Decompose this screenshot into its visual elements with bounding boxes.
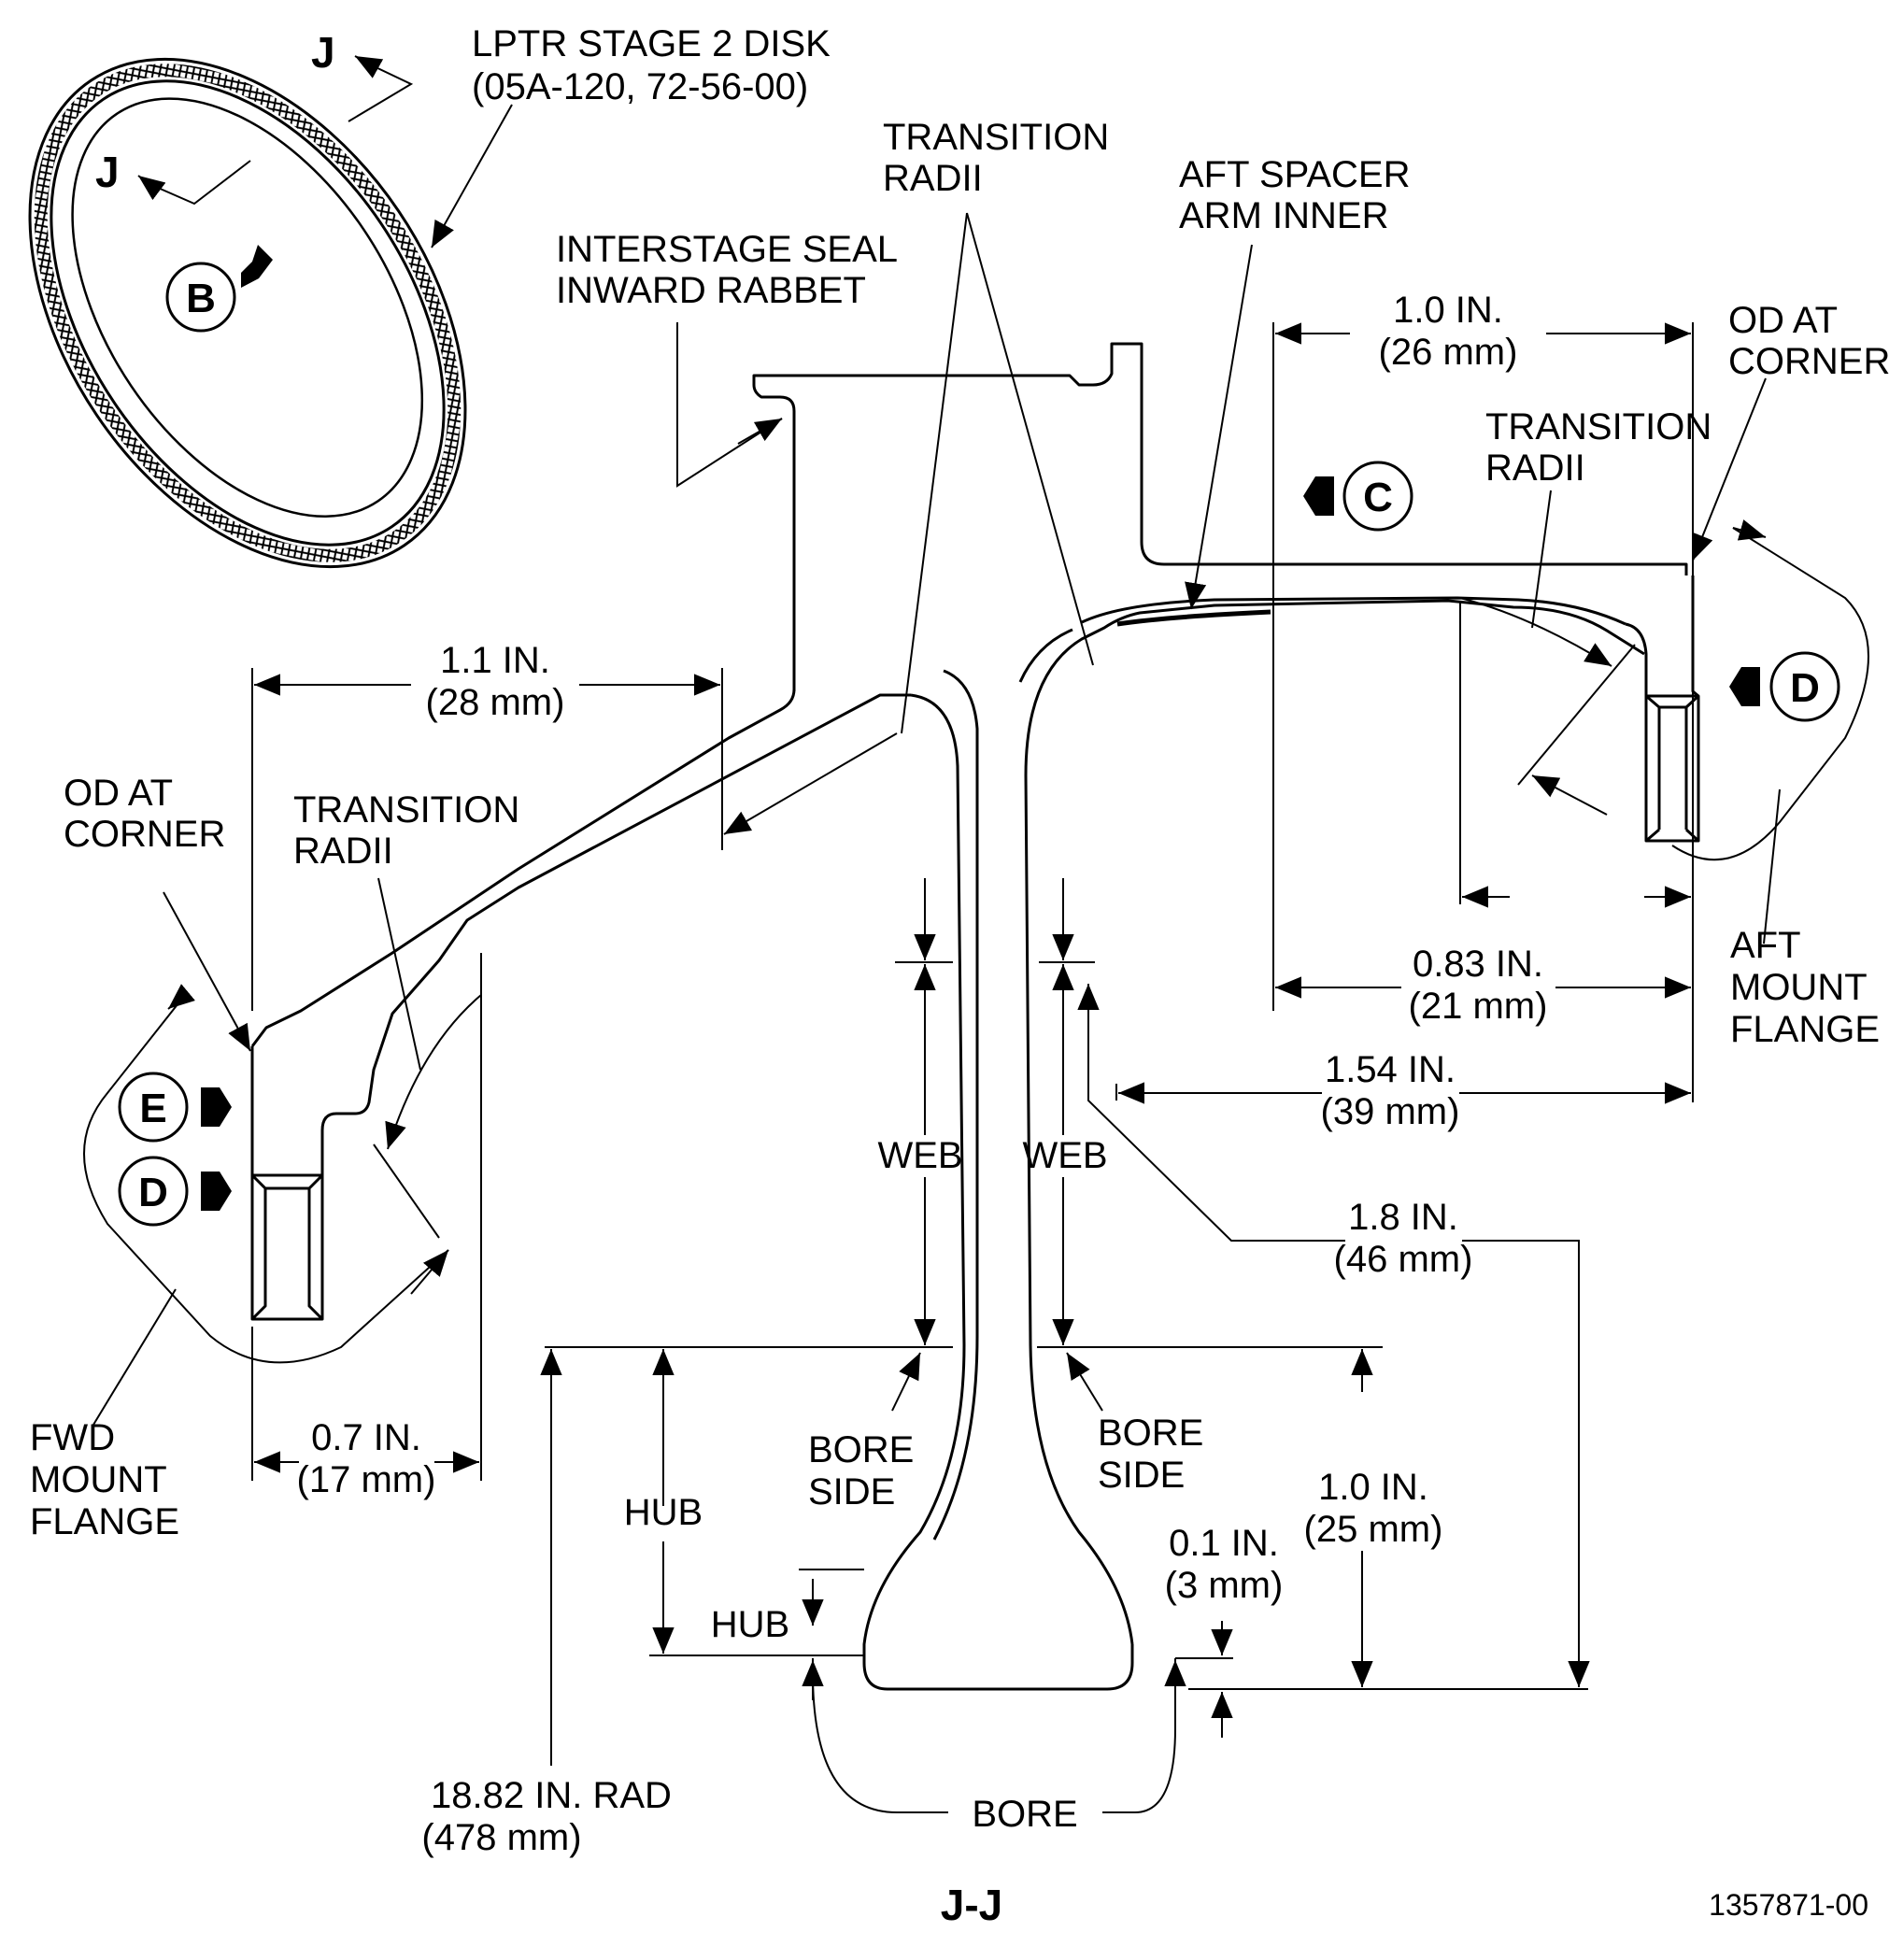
dim-1-54-in: 1.54 IN. [1325, 1049, 1456, 1090]
od-corner-aft-label-2: CORNER [1728, 341, 1889, 382]
aft-spacer-label-2: ARM INNER [1179, 195, 1388, 236]
view-c-arrow-icon [1303, 476, 1334, 516]
hub-upper-label: HUB [624, 1492, 703, 1533]
dim-1-1-in: 1.1 IN. [440, 640, 550, 681]
transition-radii-top-label-2: RADII [883, 158, 983, 199]
section-title: J-J [941, 1881, 1002, 1929]
hub-lower-label: HUB [711, 1604, 789, 1645]
view-d-fwd-letter: D [138, 1170, 168, 1215]
view-d-aft-arrow-icon [1729, 667, 1760, 706]
transition-radii-aft-label-1: TRANSITION [1485, 406, 1711, 447]
dim-0-1-mm: (3 mm) [1165, 1565, 1284, 1606]
view-b-arrow-icon [241, 245, 273, 288]
interstage-label-1: INTERSTAGE SEAL [556, 229, 898, 270]
disk-label-leader [431, 104, 513, 249]
transition-radii-fwd-label-2: RADII [293, 831, 393, 872]
aft-mount-label-2: MOUNT [1730, 967, 1868, 1008]
transition-radii-top-label-1: TRANSITION [883, 117, 1109, 158]
dim-1-8-mm: (46 mm) [1334, 1239, 1473, 1280]
dim-1-0-right-in: 1.0 IN. [1318, 1467, 1428, 1508]
aft-mount-label-3: FLANGE [1730, 1009, 1880, 1050]
dim-0-83-mm: (21 mm) [1409, 986, 1548, 1027]
dim-0-83-in: 0.83 IN. [1413, 944, 1543, 985]
fwd-mount-label-1: FWD [30, 1417, 115, 1458]
bore-side-left-label-1: BORE [808, 1429, 914, 1470]
section-mark-j-top: J [311, 28, 335, 77]
view-d-aft-circle [1769, 651, 1840, 722]
dim-1-0-top-in: 1.0 IN. [1393, 290, 1503, 331]
aft-mount-label-1: AFT [1730, 925, 1801, 966]
dim-1-0-right-mm: (25 mm) [1304, 1509, 1443, 1550]
dimension-lines [251, 322, 1694, 1813]
dim-1-8-in: 1.8 IN. [1348, 1197, 1458, 1238]
interstage-label-2: INWARD RABBET [556, 270, 866, 311]
od-corner-aft-label-1: OD AT [1728, 300, 1838, 341]
dim-0-7-mm: (17 mm) [297, 1459, 436, 1500]
view-d-aft-letter: D [1790, 665, 1820, 711]
view-c-letter: C [1363, 475, 1393, 520]
od-corner-fwd-label-1: OD AT [64, 773, 173, 814]
transition-radii-aft-label-2: RADII [1485, 447, 1585, 489]
transition-radii-fwd-label-1: TRANSITION [293, 789, 519, 831]
bore-side-right-label-2: SIDE [1098, 1455, 1185, 1496]
bore-side-left-label-2: SIDE [808, 1471, 895, 1513]
fwd-mount-label-2: MOUNT [30, 1459, 167, 1500]
web-left-label: WEB [877, 1135, 962, 1176]
dim-0-1-in: 0.1 IN. [1169, 1523, 1279, 1564]
dim-rad-in: 18.82 IN. RAD [431, 1775, 672, 1816]
dimension-values: 1.0 IN. (26 mm) 1.1 IN. (28 mm) 0.83 IN.… [297, 290, 1548, 1858]
bore-side-right-label-1: BORE [1098, 1413, 1203, 1454]
dim-0-7-in: 0.7 IN. [311, 1417, 421, 1458]
web-right-label: WEB [1022, 1135, 1107, 1176]
section-line-j [137, 55, 414, 206]
od-corner-fwd-label-2: CORNER [64, 814, 225, 855]
dim-1-1-mm: (28 mm) [426, 682, 565, 723]
view-b-letter: B [186, 276, 216, 321]
figure-number: 1357871-00 [1709, 1888, 1868, 1922]
view-e-circle [118, 1072, 189, 1143]
view-e-arrow-icon [201, 1087, 232, 1127]
section-mark-j-left: J [95, 148, 120, 196]
dim-1-0-top-mm: (26 mm) [1379, 332, 1518, 373]
view-d-fwd-circle [118, 1156, 189, 1227]
disk-isometric-view [28, 57, 467, 569]
annotation-labels: TRANSITION RADII AFT SPACER ARM INNER IN… [30, 117, 1889, 1835]
fwd-mount-label-3: FLANGE [30, 1501, 179, 1542]
view-d-fwd-arrow-icon [201, 1172, 232, 1211]
bore-label: BORE [972, 1794, 1077, 1835]
aft-spacer-label-1: AFT SPACER [1179, 154, 1410, 195]
view-e-letter: E [139, 1086, 166, 1131]
view-b-circle [165, 262, 236, 333]
view-c-circle [1342, 461, 1413, 532]
disk-label-line2: (05A-120, 72-56-00) [472, 66, 808, 107]
disk-label-line1: LPTR STAGE 2 DISK [472, 23, 831, 64]
dim-rad-mm: (478 mm) [421, 1817, 581, 1858]
dim-1-54-mm: (39 mm) [1321, 1091, 1460, 1132]
aft-spacer-arm-inner-line [1116, 609, 1271, 627]
leader-lines [83, 212, 1869, 1426]
disk-cross-section [250, 342, 1700, 1691]
